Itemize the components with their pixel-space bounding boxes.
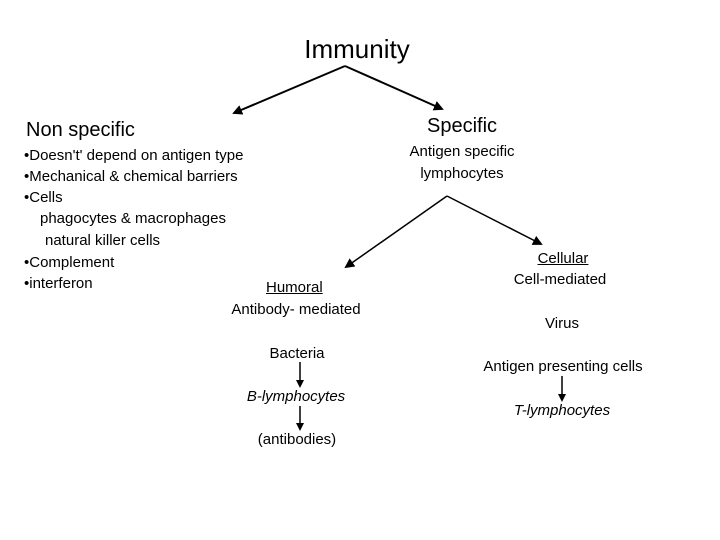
nonspecific-bullet: •Complement	[24, 254, 115, 271]
nonspecific-bullet: •Cells	[24, 189, 63, 206]
specific-description: lymphocytes	[420, 165, 504, 182]
arrow-to-humoral	[344, 195, 448, 269]
humoral-step: (antibodies)	[257, 431, 337, 448]
diagram-title: Immunity	[304, 34, 410, 64]
cellular-step: Antigen presenting cells	[483, 358, 643, 375]
cellular-title: Cellular	[537, 250, 589, 267]
nonspecific-bullet: •Doesn't' depend on antigen type	[24, 147, 244, 164]
arrow-to-cellular	[446, 195, 543, 245]
cellular-subtitle: Cell-mediated	[513, 271, 607, 288]
cellular-step: Virus	[545, 315, 579, 332]
nonspecific-bullet: •Mechanical & chemical barriers	[24, 168, 238, 185]
nonspecific-bullet: •interferon	[24, 275, 93, 292]
arrow-to-nonspecific	[232, 65, 346, 115]
specific-description: Antigen specific	[409, 143, 515, 160]
humoral-step: B-lymphocytes	[246, 388, 346, 405]
cellular-step: T-lymphocytes	[513, 402, 611, 419]
specific-heading: Specific	[426, 115, 498, 137]
humoral-subtitle: Antibody- mediated	[231, 301, 361, 318]
cells-subitem: phagocytes & macrophages	[40, 210, 226, 227]
nonspecific-heading: Non specific	[26, 119, 135, 141]
arrow-to-specific	[344, 65, 444, 111]
humoral-title: Humoral	[266, 279, 323, 296]
humoral-step: Bacteria	[269, 345, 325, 362]
cells-subitem: natural killer cells	[45, 232, 161, 249]
